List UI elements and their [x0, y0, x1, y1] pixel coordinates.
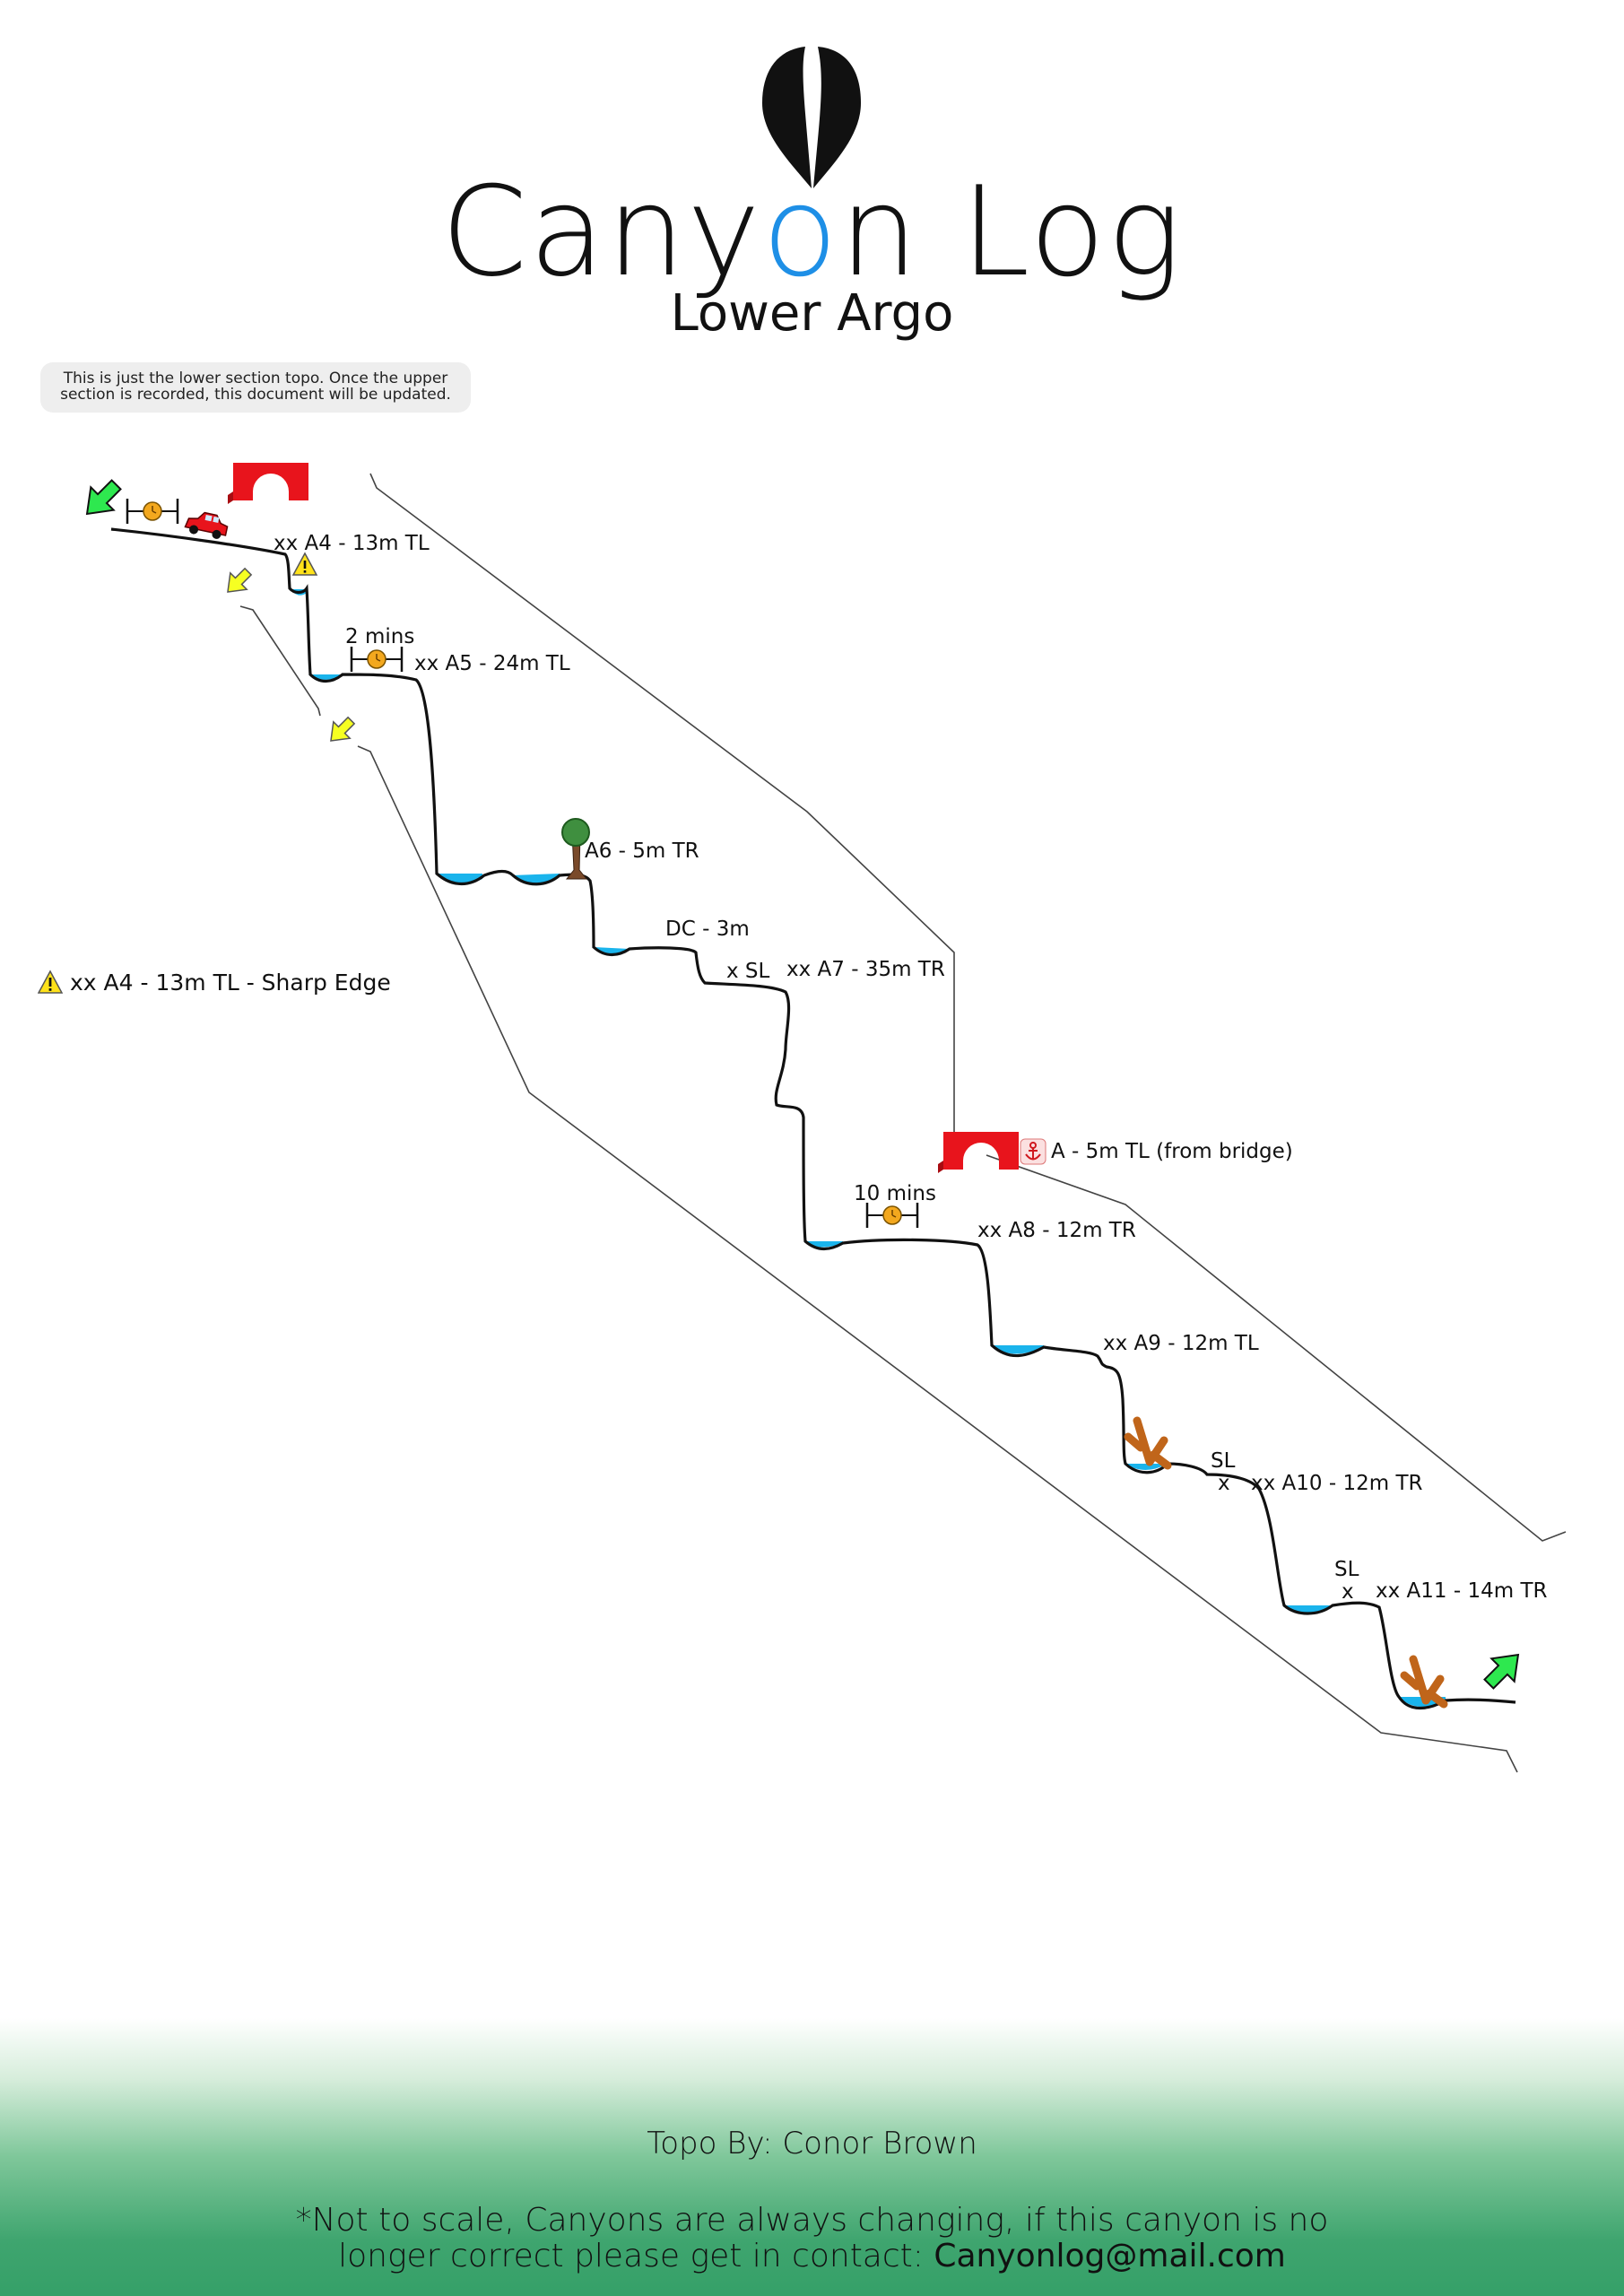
timer-icon — [126, 497, 179, 526]
label-x-2: x — [1218, 1472, 1230, 1495]
label-a4: xx A4 - 13m TL — [274, 532, 430, 555]
warning-icon — [291, 552, 318, 576]
disclaimer-line-1: *Not to scale, Canyons are always changi… — [295, 2202, 1329, 2239]
car-icon — [184, 511, 229, 539]
label-x-3: x — [1342, 1580, 1354, 1604]
note-line-1: This is just the lower section topo. Onc… — [63, 370, 448, 387]
bridge-icon — [228, 463, 308, 504]
label-a10: xx A10 - 12m TR — [1251, 1472, 1422, 1495]
label-bridge-anchor: A - 5m TL (from bridge) — [1051, 1140, 1293, 1163]
log-icon — [1128, 1421, 1168, 1465]
disclaimer: *Not to scale, Canyons are always changi… — [0, 2203, 1624, 2274]
label-walk-10-mins: 10 mins — [854, 1182, 936, 1205]
legend: xx A4 - 13m TL - Sharp Edge — [38, 967, 391, 997]
timer-icon — [350, 645, 404, 674]
label-sl-3: SL — [1334, 1558, 1359, 1581]
anchor-icon — [1020, 1138, 1046, 1165]
label-a5: xx A5 - 24m TL — [414, 652, 570, 675]
yellow-escape-arrow-icon — [330, 716, 356, 742]
label-sl-2: SL — [1211, 1449, 1236, 1473]
label-a6: A6 - 5m TR — [585, 839, 699, 863]
disclaimer-line-2: longer correct please get in contact: Ca… — [338, 2238, 1286, 2274]
page-subtitle: Lower Argo — [670, 284, 954, 343]
green-entry-arrow-icon — [85, 479, 122, 516]
page-title: Canyon Log — [440, 160, 1184, 304]
yellow-escape-arrow-icon — [227, 567, 253, 593]
tree-icon — [561, 818, 590, 880]
canyon-profile — [110, 527, 1516, 1709]
label-walk-2-mins: 2 mins — [345, 625, 414, 648]
bridge-icon — [938, 1132, 1019, 1173]
contact-email-link[interactable]: Canyonlog@mail.com — [934, 2238, 1286, 2274]
label-a8: xx A8 - 12m TR — [977, 1219, 1136, 1242]
legend-text: xx A4 - 13m TL - Sharp Edge — [70, 969, 391, 996]
canyon-drop-logo-icon — [762, 47, 861, 188]
warning-icon — [38, 970, 63, 994]
label-sl-1: x SL — [726, 960, 770, 983]
timer-icon — [865, 1201, 919, 1230]
info-note: This is just the lower section topo. Onc… — [40, 362, 471, 413]
footer-gradient — [0, 2018, 1624, 2296]
canyon-walls — [239, 473, 1567, 1773]
label-a7: xx A7 - 35m TR — [786, 958, 945, 981]
header: Canyon Log Lower Argo — [0, 0, 1624, 359]
label-dc: DC - 3m — [665, 918, 750, 941]
label-a9: xx A9 - 12m TL — [1103, 1332, 1259, 1355]
topo-credit: Topo By: Conor Brown — [647, 2126, 977, 2161]
note-line-2: section is recorded, this document will … — [60, 386, 451, 404]
label-a11: xx A11 - 14m TR — [1376, 1579, 1547, 1603]
green-exit-arrow-icon — [1483, 1653, 1520, 1690]
